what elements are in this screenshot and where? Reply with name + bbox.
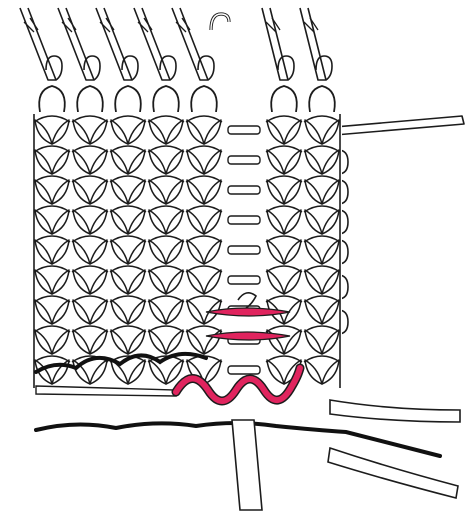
needle-shaft — [58, 8, 94, 80]
needle-shaft — [300, 8, 326, 80]
needle — [134, 8, 176, 80]
needle-loop — [115, 86, 141, 112]
needle-loop — [153, 86, 179, 112]
needle-shaft — [96, 8, 132, 80]
ladder-bar — [228, 276, 260, 284]
ladder-bar — [228, 126, 260, 134]
knitted-fabric — [32, 112, 342, 392]
ladder-bar — [228, 186, 260, 194]
ladder-bar — [228, 246, 260, 254]
needle-loop — [191, 86, 217, 112]
needle — [172, 8, 214, 80]
needle-loop — [39, 86, 65, 112]
needle-loop — [77, 86, 103, 112]
needle — [96, 8, 138, 80]
needle — [20, 8, 62, 80]
needle — [58, 8, 100, 80]
ladder-bar — [228, 156, 260, 164]
needle — [300, 8, 332, 80]
raised-latch-needle — [211, 14, 229, 30]
needle-loop — [309, 86, 335, 112]
ladder-bar — [228, 366, 260, 374]
yarn-tail — [330, 400, 460, 422]
needle-shaft — [172, 8, 208, 80]
needle-shaft — [134, 8, 170, 80]
needle-shaft — [262, 8, 288, 80]
needle — [262, 8, 294, 80]
needle-loop — [271, 86, 297, 112]
yarn-tail-vertical — [232, 420, 262, 510]
raised-needle-hook — [211, 14, 229, 30]
needle-bed — [20, 8, 335, 112]
needle-shaft — [20, 8, 56, 80]
ladder-bar — [228, 216, 260, 224]
yarn-tails — [232, 400, 460, 510]
